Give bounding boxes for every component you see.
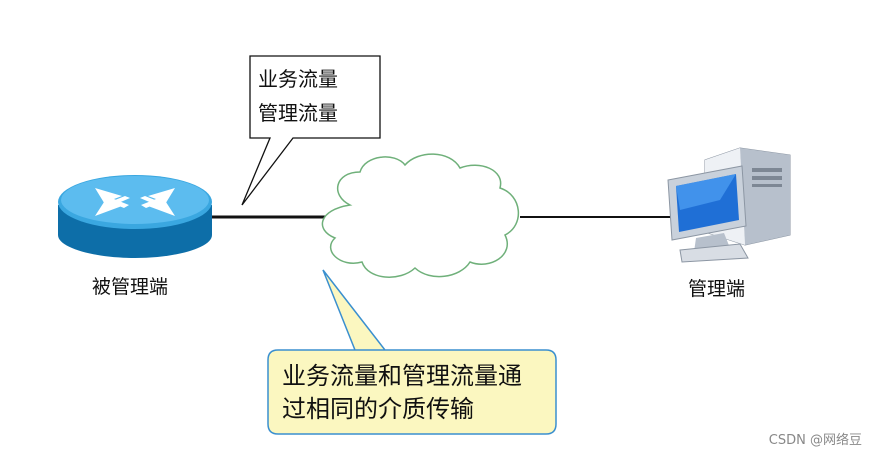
callout-bottom-line2: 过相同的介质传输 bbox=[282, 395, 474, 423]
computer-icon bbox=[667, 147, 791, 263]
callout-bottom-text: 业务流量和管理流量通 过相同的介质传输 bbox=[282, 360, 552, 426]
cloud-icon bbox=[321, 153, 520, 278]
callout-bottom-box bbox=[267, 269, 557, 435]
router-icon bbox=[58, 175, 212, 258]
pc-label: 管理端 bbox=[688, 278, 746, 300]
callout-top-text: 业务流量 管理流量 bbox=[258, 62, 368, 130]
callout-bottom-line1: 业务流量和管理流量通 bbox=[282, 362, 522, 390]
callout-top-line1: 业务流量 bbox=[258, 67, 338, 91]
router-label: 被管理端 bbox=[92, 276, 169, 298]
callout-top-box bbox=[241, 55, 381, 206]
watermark: CSDN @网络豆 bbox=[768, 433, 862, 448]
callout-top-line2: 管理流量 bbox=[258, 101, 338, 125]
